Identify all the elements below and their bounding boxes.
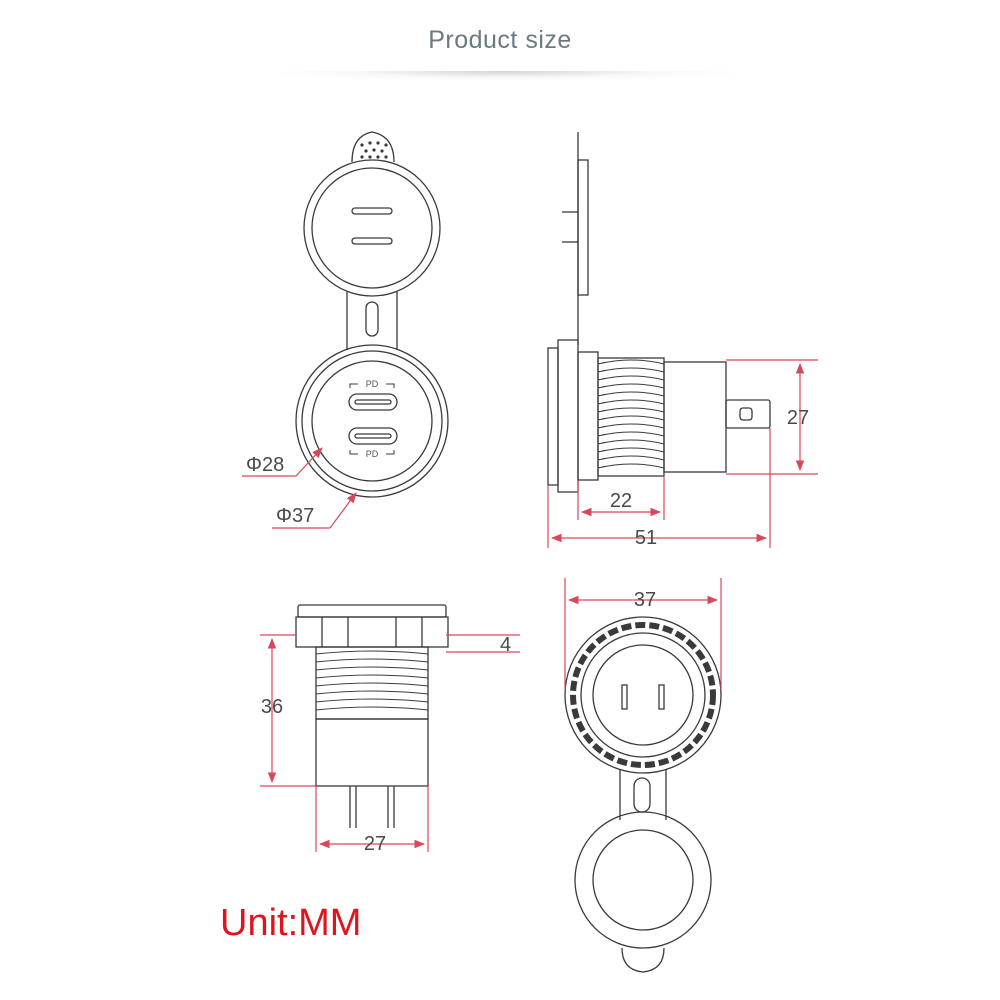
cap-inner bbox=[311, 167, 433, 289]
flange-nut bbox=[295, 616, 449, 648]
cap-outer bbox=[303, 159, 441, 297]
flange-top bbox=[297, 604, 447, 618]
rear-cap-tab bbox=[621, 947, 665, 973]
page-title: Product size bbox=[428, 26, 572, 54]
terminal-right bbox=[658, 684, 665, 710]
dim-inner-diameter: Φ28 bbox=[246, 454, 284, 476]
rear-outer bbox=[564, 616, 722, 774]
cap-tab-dots bbox=[360, 141, 388, 159]
socket-inner bbox=[311, 360, 433, 482]
usb-c-port-top bbox=[348, 393, 398, 411]
side-view bbox=[547, 132, 771, 493]
cap-side bbox=[577, 159, 589, 296]
rear-serrated-ring bbox=[570, 622, 716, 768]
dim-outer-diameter: Φ37 bbox=[276, 505, 314, 527]
dim-bottom-width: 27 bbox=[364, 833, 386, 855]
port-label-top: PD bbox=[366, 379, 379, 389]
dim-total-length: 51 bbox=[635, 527, 657, 549]
flange-nut bbox=[557, 339, 579, 493]
cap-slot-bottom bbox=[351, 237, 393, 245]
cap-slot-top bbox=[351, 207, 393, 215]
bottom-dimensions bbox=[260, 634, 520, 852]
dim-rear-diameter: 37 bbox=[634, 589, 656, 611]
dim-side-height: 27 bbox=[787, 407, 809, 429]
side-dimensions bbox=[547, 359, 818, 548]
bottom-view bbox=[295, 604, 449, 828]
socket-outer bbox=[295, 344, 449, 498]
rear-body bbox=[663, 361, 727, 473]
usb-c-port-bottom bbox=[348, 427, 398, 445]
rear-cap-inner bbox=[592, 829, 694, 931]
rear-body bbox=[315, 718, 429, 787]
rear-cap-outer bbox=[574, 811, 712, 949]
cap-tab bbox=[351, 131, 395, 163]
flange-outer bbox=[547, 347, 559, 486]
rear-body-circle bbox=[592, 644, 694, 746]
socket-ring bbox=[301, 350, 443, 492]
rear-dimensions bbox=[564, 578, 722, 690]
front-view bbox=[295, 131, 449, 498]
terminal bbox=[725, 399, 771, 429]
rear-strap bbox=[619, 770, 667, 820]
terminal-left bbox=[621, 684, 628, 710]
dim-flange-thickness: 4 bbox=[500, 634, 511, 656]
rear-view bbox=[564, 616, 722, 973]
cap-strap bbox=[346, 292, 398, 350]
unit-label: Unit:MM bbox=[220, 902, 362, 944]
diameter-leaders bbox=[242, 447, 357, 529]
port-label-bottom: PD bbox=[366, 449, 379, 459]
title-divider bbox=[270, 71, 740, 81]
dim-bottom-height: 36 bbox=[261, 696, 283, 718]
strap-slot bbox=[365, 301, 379, 337]
dim-thread-length: 22 bbox=[610, 490, 632, 512]
